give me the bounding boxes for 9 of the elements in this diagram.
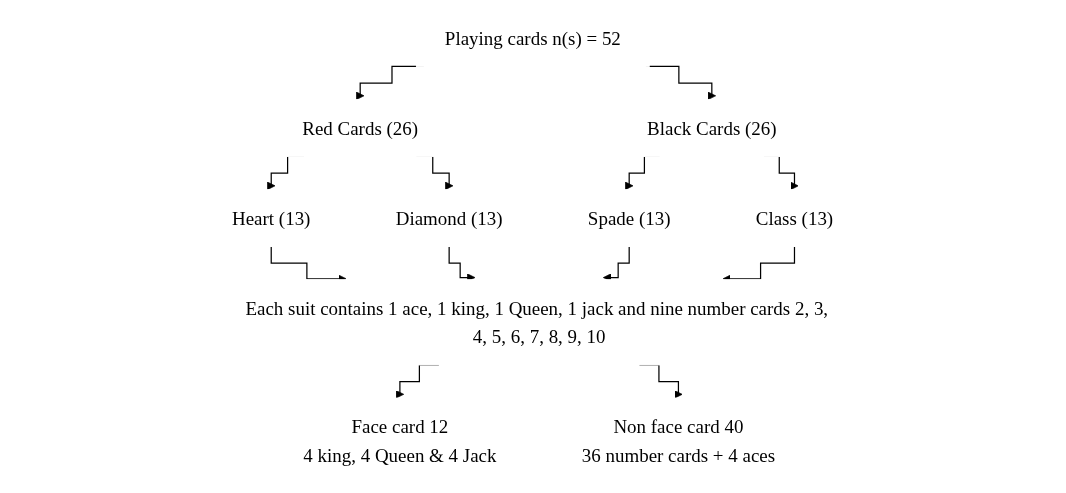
node-text: Heart (13) bbox=[232, 207, 311, 229]
node-text: Black Cards (26) bbox=[647, 117, 777, 139]
node-text: Spade (13) bbox=[588, 207, 671, 229]
node-text: Non face card 40 36 number cards + 4 aces bbox=[582, 416, 776, 466]
node-text: Class (13) bbox=[756, 207, 834, 229]
node-text: Each suit contains 1 ace, 1 king, 1 Queen, 1 jack and nine number cards 2, 3, 4, 5, 6, 7, 8, 9, 10 bbox=[245, 297, 829, 347]
node-text: Face card 12 4 king, 4 Queen & 4 Jack bbox=[303, 416, 497, 466]
node-text: Diamond (13) bbox=[396, 207, 503, 229]
node-text: Playing cards n(s) = 52 bbox=[445, 27, 622, 49]
